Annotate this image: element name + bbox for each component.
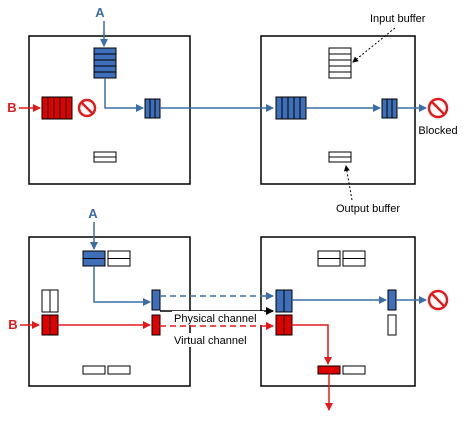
top-input-a-label: A: [95, 5, 105, 20]
bottom-right-input-buffer-empty: [317, 250, 366, 267]
blocked-icon: [77, 98, 97, 118]
input-buffer-label: Input buffer: [370, 13, 426, 25]
top-left-input-buffer-b: [41, 96, 73, 120]
bottom-right-route-b: [292, 324, 332, 365]
top-input-b-label: B: [7, 100, 16, 115]
bottom-left-output-buffer-b: [151, 314, 161, 336]
bottom-right-output-buffer-b: [317, 365, 341, 375]
bottom-left-output-buffer-a: [151, 289, 161, 311]
blocked-label: Blocked: [418, 125, 457, 137]
top-right-output-buffer-empty: [328, 151, 352, 163]
bottom-right-output-buffer-empty: [387, 314, 397, 336]
output-buffer-pointer: [343, 165, 353, 201]
bottom-right-input-buffer-a: [275, 289, 293, 313]
bottom-left-input-buffer-b: [41, 289, 59, 336]
blocked-icon: [427, 289, 449, 311]
top-left-input-buffer-a: [93, 47, 117, 79]
top-right-output-buffer-a: [381, 98, 398, 119]
top-left-output-buffer-empty: [93, 151, 117, 163]
output-buffer-label: Output buffer: [336, 203, 400, 215]
input-buffer-pointer: [352, 27, 396, 63]
bottom-input-b-label: B: [8, 317, 17, 332]
top-route-a: [104, 78, 144, 112]
top-left-output-buffer-a: [144, 98, 161, 119]
blocked-icon: [427, 97, 449, 119]
bottom-left-output-buffer-empty: [82, 365, 131, 375]
bottom-input-a-label: A: [88, 206, 98, 221]
top-right-input-buffer-empty: [328, 47, 352, 79]
top-right-input-buffer-a: [275, 96, 307, 120]
bottom-right-output-buffer-a: [387, 289, 397, 311]
bottom-right-input-buffer-b: [275, 314, 293, 336]
physical-channel-label: Physical channel: [174, 313, 257, 325]
virtual-channel-label: Virtual channel: [174, 335, 247, 347]
bottom-route-a: [93, 266, 151, 306]
bottom-right-output-buffer-bottom-empty: [342, 365, 366, 375]
bottom-left-input-buffer-a: [82, 250, 131, 267]
